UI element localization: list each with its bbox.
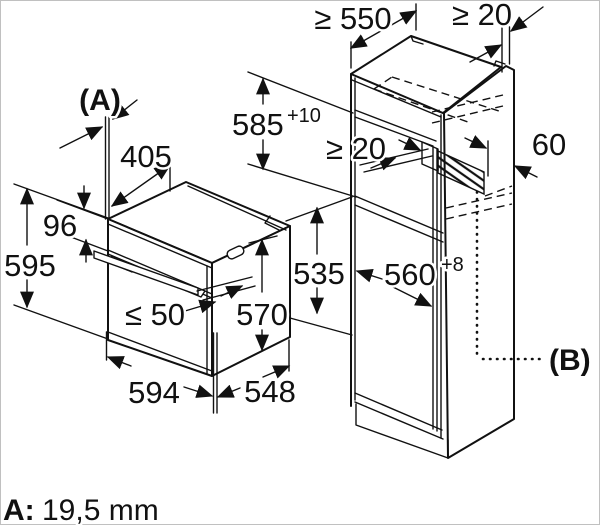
dim-oven-frame-a: (A) [59,82,138,220]
cab-niche-height-label: 585+10 [232,105,321,142]
dim-cab-top-rear-gap: ≥ 20 [449,0,544,73]
top-cutout-hidden-edge [373,88,469,123]
caption-key: A: [3,494,35,525]
dim-oven-width: 594 [105,331,218,414]
oven-drawing: (A) 405 96 595 ≤ 5 [2,82,298,414]
oven-front-face [107,218,213,377]
dim-cab-niche-height: 585+10 [230,71,357,198]
niche-floor-shelf [354,195,444,234]
cab-rear-strip-label: 60 [532,127,566,162]
dim-oven-door-protrusion: ≤ 50 [122,276,256,335]
oven-panel-height-label: 96 [43,208,77,243]
oven-door-handle [93,250,199,296]
cabinet-drawing: ≥ 550 ≥ 20 585+10 ≥ 20 [230,0,593,459]
cab-min-depth-label: ≥ 550 [314,1,391,36]
dim-cab-niche-width: 560+8 [355,252,466,307]
cab-mid-rear-gap-label: ≥ 20 [326,131,386,166]
oven-door-protrusion-label: ≤ 50 [125,297,185,332]
cab-niche-width-label: 560+8 [384,254,464,292]
dim-oven-top-depth: 405 [110,137,174,207]
dim-oven-height: 595 [2,183,109,340]
niche-top-shelf [354,109,437,142]
oven-body-height-label: 570 [236,297,288,332]
oven-side-grip [226,245,245,260]
dim-cab-mid-rear-gap: ≥ 20 [323,129,433,173]
dim-oven-body-height: 570 [234,235,290,352]
caption-value: 19,5 mm [42,494,159,525]
caption: A: 19,5 mm [1,492,162,525]
ref-b-label: (B) [549,344,591,377]
cab-lower-height-label: 535 [293,256,345,291]
oven-height-label: 595 [4,248,56,283]
dim-oven-panel-height: 96 [40,185,109,263]
oven-depth-label: 548 [244,374,296,409]
cabinet-plinth [355,403,449,459]
cab-top-rear-gap-label: ≥ 20 [452,0,512,32]
dim-cab-min-depth: ≥ 550 [312,0,418,69]
oven-width-label: 594 [128,375,180,410]
dim-oven-depth: 548 [216,339,298,412]
dim-cab-rear-strip: 60 [464,125,569,180]
oven-top-depth-label: 405 [120,139,172,174]
ventilation-strip-hatch [437,149,485,196]
ref-a-label: (A) [79,84,121,117]
dim-cab-lower-height: 535 [285,196,353,336]
